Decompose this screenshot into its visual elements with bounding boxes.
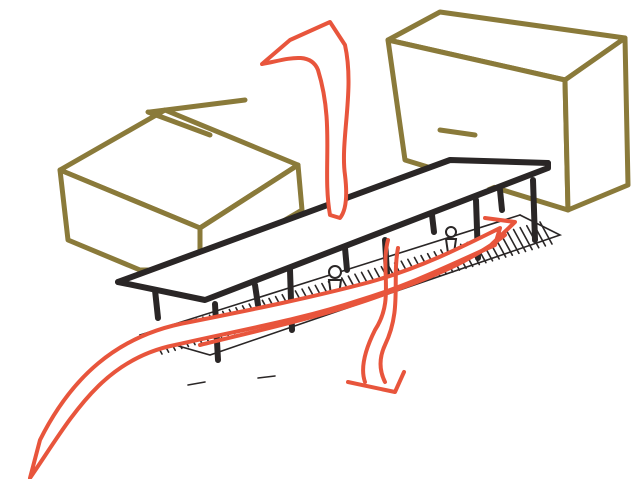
- flow-arrow-down-head: [348, 372, 404, 392]
- ground-marks: [188, 376, 275, 385]
- canopy-post: [432, 215, 434, 232]
- canopy-post: [533, 180, 535, 240]
- canopy-post: [255, 285, 258, 305]
- canopy-post: [500, 190, 502, 210]
- canopy-post: [345, 248, 347, 270]
- canopy-post: [155, 290, 158, 318]
